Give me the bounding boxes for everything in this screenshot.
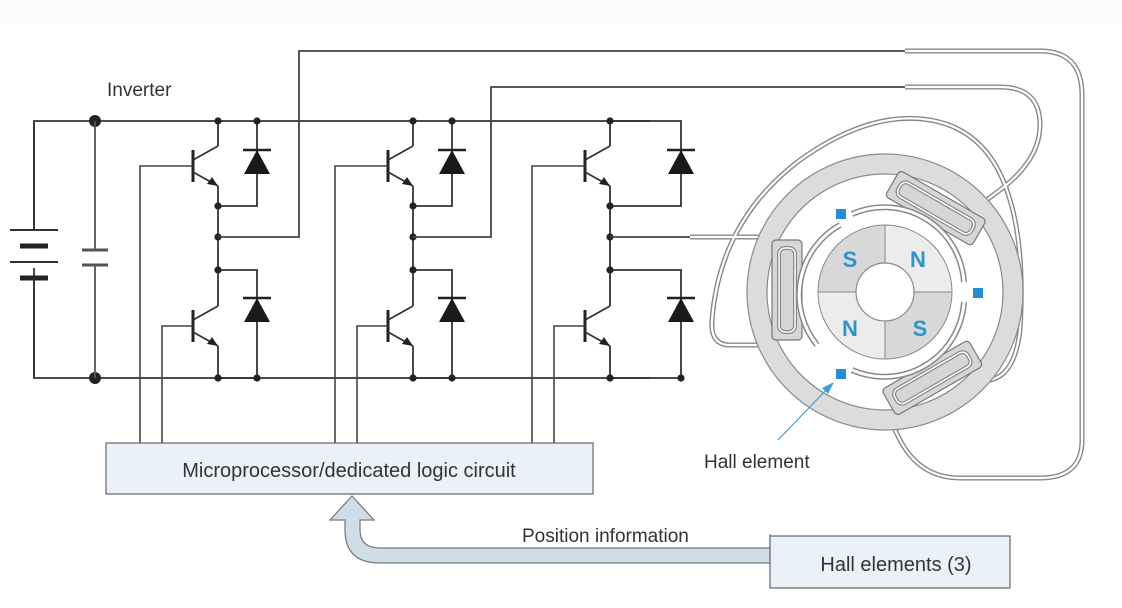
- rotor-pole-label: S: [843, 247, 858, 272]
- diode-icon: [665, 148, 697, 176]
- position-info-arrow: [328, 495, 771, 564]
- junction-dot: [677, 374, 685, 382]
- transistor-icon: [191, 304, 220, 348]
- junction-dot: [606, 117, 614, 125]
- phase-wires: [218, 50, 905, 238]
- junction-dot: [606, 202, 614, 210]
- rotor-pole-label: N: [842, 316, 858, 341]
- transistor-icon: [191, 144, 220, 188]
- transistor-icon: [583, 144, 612, 188]
- battery-icon: [10, 121, 58, 378]
- diode-icon: [665, 296, 697, 324]
- shaft: [855, 262, 915, 322]
- junction-dot: [253, 374, 261, 382]
- rotor-pole-label: N: [910, 247, 926, 272]
- junction-dot: [606, 266, 614, 274]
- diode-icon: [241, 148, 273, 176]
- junction-dot: [606, 374, 614, 382]
- transistor-icon: [386, 304, 415, 348]
- inverter-leg-w: [531, 117, 697, 443]
- hall-element-label: Hall element: [704, 452, 810, 473]
- position-information-label: Position information: [522, 526, 689, 547]
- rotor: [817, 224, 953, 360]
- controller-box: [105, 442, 594, 495]
- junction-dot: [214, 202, 222, 210]
- hall-elements-label: Hall elements (3): [820, 554, 971, 576]
- hall-sensor-icon: [836, 209, 846, 219]
- inverter-label: Inverter: [107, 80, 172, 101]
- junction-dot: [214, 117, 222, 125]
- arrowhead-icon: [822, 382, 834, 394]
- rotor-pole-label: S: [913, 316, 928, 341]
- diode-icon: [436, 148, 468, 176]
- junction-dot: [409, 266, 417, 274]
- junction-dot: [214, 374, 222, 382]
- stator-coil: [885, 171, 986, 246]
- hall-sensor-icon: [836, 369, 846, 379]
- gate-wire: [553, 325, 585, 443]
- junction-dot: [409, 117, 417, 125]
- stator-coil: [882, 340, 983, 415]
- diode-icon: [241, 296, 273, 324]
- junction-dot: [409, 374, 417, 382]
- hall-elements-box: [769, 535, 1011, 589]
- gate-wire: [356, 325, 388, 443]
- gate-wire: [139, 165, 193, 443]
- bldc-motor: S N N S: [690, 48, 1085, 481]
- hall-pointer-arrow: [777, 385, 831, 441]
- junction-dot: [448, 374, 456, 382]
- junction-dot: [253, 117, 261, 125]
- transistor-icon: [386, 144, 415, 188]
- dc-bus: [33, 120, 650, 379]
- diode-icon: [436, 296, 468, 324]
- inverter-leg-u: [139, 117, 273, 443]
- gate-wire: [531, 165, 585, 443]
- gate-wire: [334, 165, 388, 443]
- junction-dot: [448, 117, 456, 125]
- junction-dot: [214, 266, 222, 274]
- inverter-leg-v: [334, 117, 468, 443]
- gate-wire: [161, 325, 193, 443]
- junction-dot: [409, 202, 417, 210]
- transistor-icon: [583, 304, 612, 348]
- top-bar: [0, 0, 1122, 24]
- hall-sensor-icon: [973, 288, 983, 298]
- capacitor-icon: [82, 121, 108, 378]
- controller-label: Microprocessor/dedicated logic circuit: [182, 460, 516, 482]
